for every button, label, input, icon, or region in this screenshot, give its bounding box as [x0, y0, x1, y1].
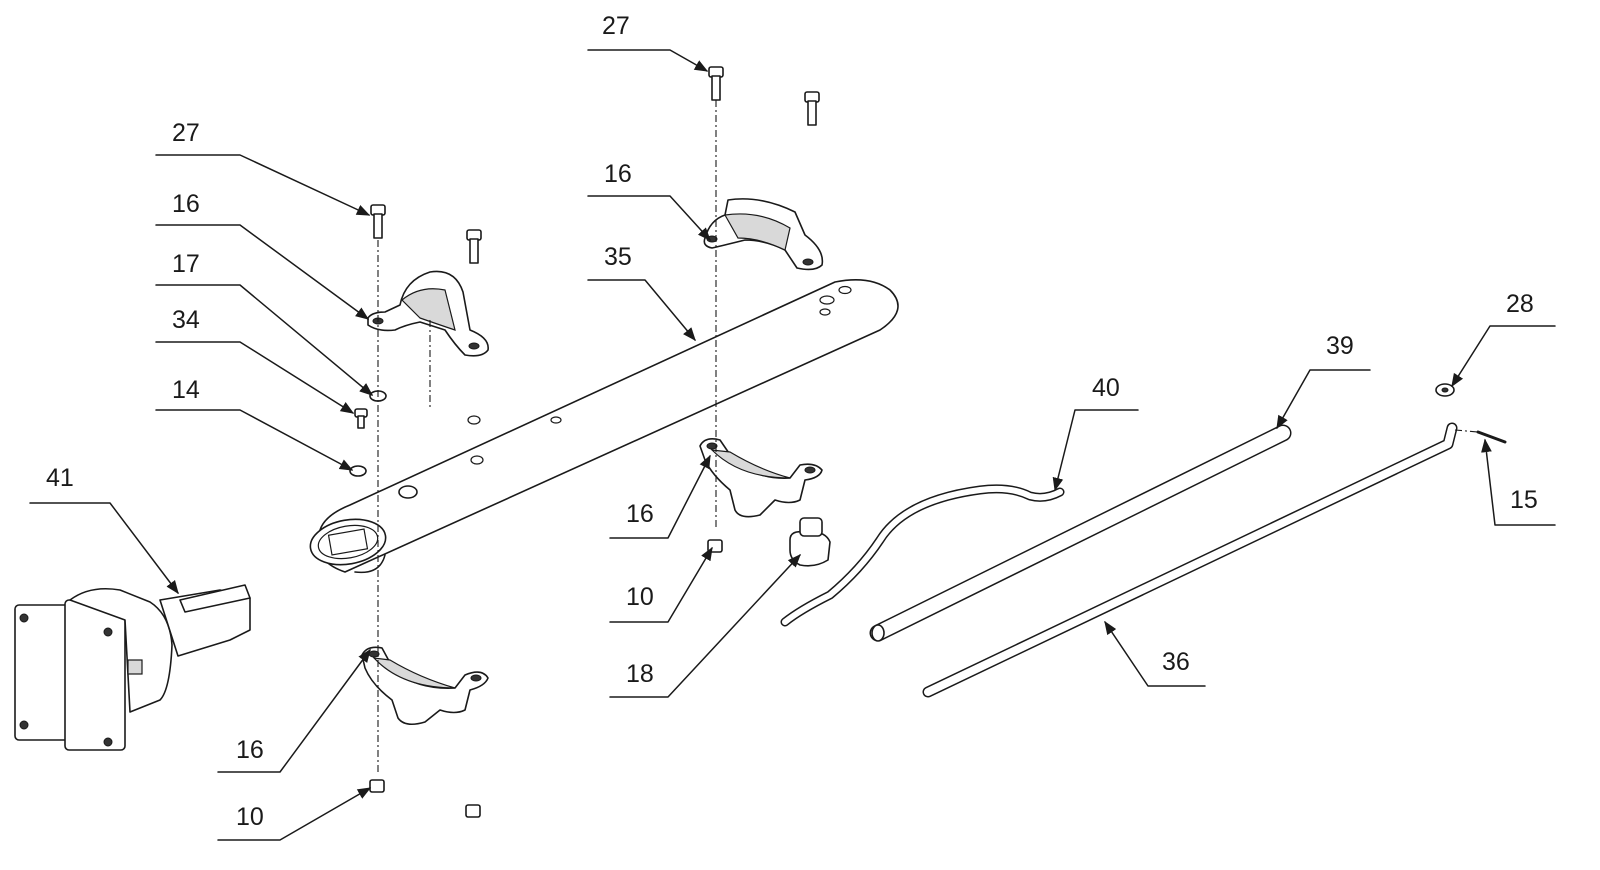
nut-part-10-c: [465, 804, 481, 818]
callout-41: 41: [46, 464, 74, 492]
callout-10-right: 10: [626, 583, 654, 611]
callout-36: 36: [1162, 648, 1190, 676]
bolt-part-27-d: [804, 91, 820, 126]
nut-part-10-b: [369, 779, 385, 793]
callout-16-upper-left: 16: [172, 190, 200, 218]
callout-27-top: 27: [602, 12, 630, 40]
callout-10-left: 10: [236, 803, 264, 831]
bolt-part-27-b: [466, 229, 482, 264]
callout-17: 17: [172, 250, 200, 278]
clamp-upper-left-part-16: [367, 270, 489, 357]
main-tube-part-35: [309, 279, 899, 574]
clamp-upper-right-part-16: [703, 198, 824, 271]
clamp-lower-left-part-16: [361, 646, 489, 726]
pin-part-15: [1454, 429, 1507, 444]
callout-35: 35: [604, 243, 632, 271]
callout-27-left: 27: [172, 119, 200, 147]
callout-16-lower-left: 16: [236, 736, 264, 764]
cable-part-40: [780, 484, 1065, 627]
callout-16-lower-right: 16: [626, 500, 654, 528]
bolt-part-27-c: [708, 66, 724, 101]
callout-16-upper-right: 16: [604, 160, 632, 188]
callout-28: 28: [1506, 290, 1534, 318]
rod-part-36: [922, 422, 1458, 698]
bolt-part-27-a: [370, 204, 386, 239]
clamp-lower-right-part-16: [699, 438, 823, 518]
gearbox-part-41: [14, 584, 251, 751]
callout-18: 18: [626, 660, 654, 688]
callout-14: 14: [172, 376, 200, 404]
callout-39: 39: [1326, 332, 1354, 360]
leader-lines: [29, 49, 1556, 841]
callout-15: 15: [1510, 486, 1538, 514]
callout-labels: 27 27 16 16 17 35 34 14 41 16 10 18 16 1…: [46, 12, 1538, 831]
rod-part-39: [869, 424, 1292, 642]
assembly-axes: [377, 100, 717, 775]
screw-part-34: [354, 408, 368, 429]
callout-40: 40: [1092, 374, 1120, 402]
washer-part-14: [349, 465, 367, 477]
callout-34: 34: [172, 306, 200, 334]
